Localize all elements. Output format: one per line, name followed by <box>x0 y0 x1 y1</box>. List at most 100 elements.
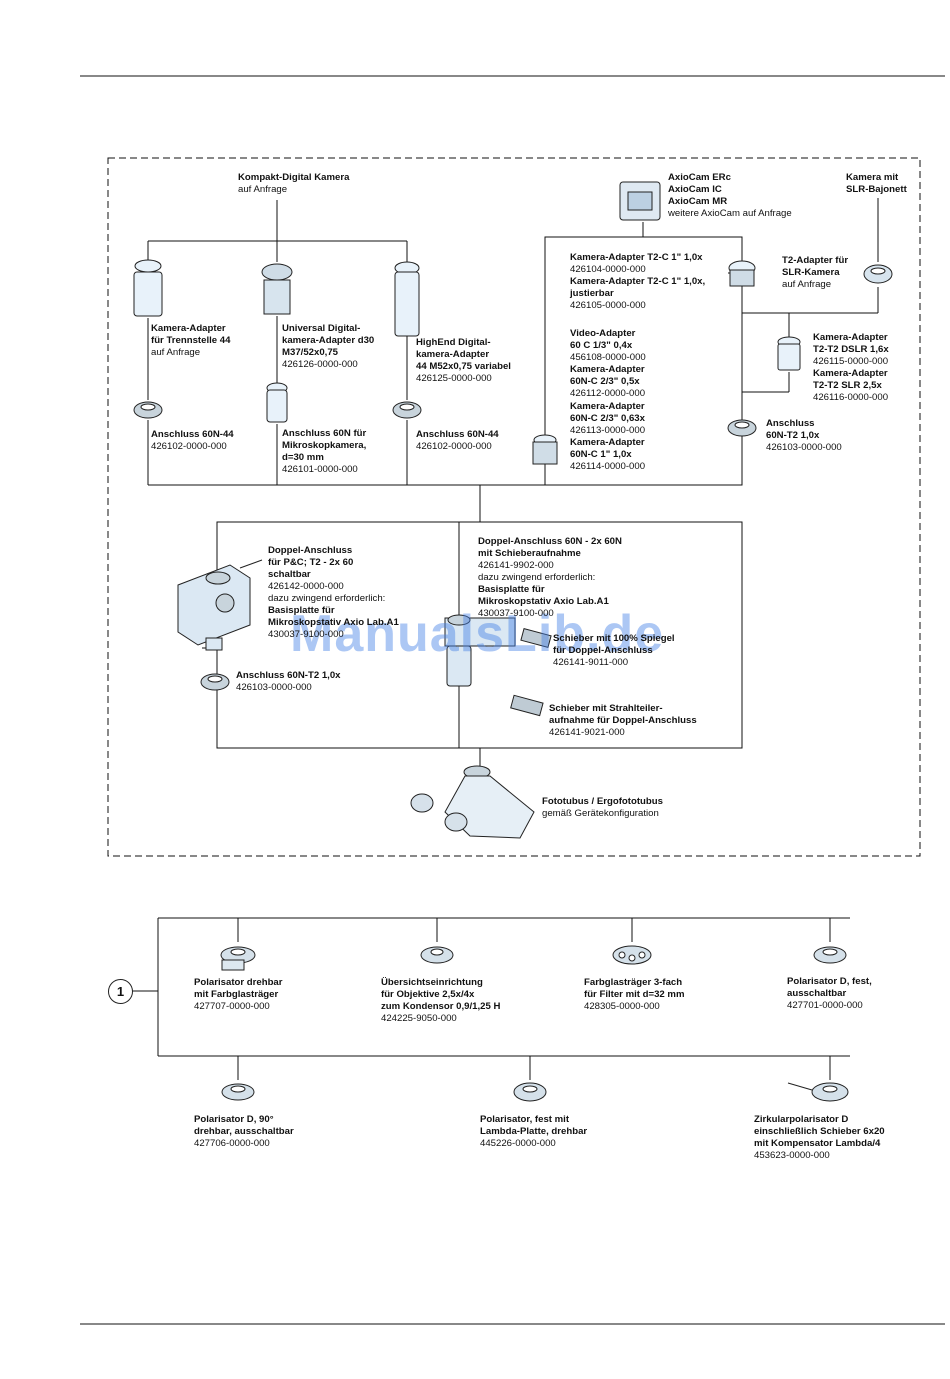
label-line: Polarisator drehbar <box>194 977 283 988</box>
label-line: 426114-0000-000 <box>570 461 646 472</box>
label-line: 60N-T2 1,0x <box>766 430 820 441</box>
label-line: Mikroskopstativ Axio Lab.A1 <box>268 617 399 628</box>
label-line: Zirkularpolarisator D <box>754 1114 849 1125</box>
label-line: Kompakt-Digital Kamera <box>238 172 350 183</box>
label-line: Kamera-Adapter <box>813 332 888 343</box>
universal-adapter-icon <box>261 263 293 315</box>
label-line: Kamera-Adapter T2-C 1" 1,0x, <box>570 276 706 287</box>
label-line: drehbar, ausschaltbar <box>194 1126 294 1137</box>
callout-number-1: 1 <box>108 979 133 1004</box>
label-line: einschließlich Schieber 6x20 <box>754 1126 885 1137</box>
label-line: 424225-9050-000 <box>381 1013 457 1024</box>
label-line: mit Farbglasträger <box>194 989 279 1000</box>
label-line: Kamera-Adapter <box>813 368 888 379</box>
label-line: 426126-0000-000 <box>282 359 358 370</box>
label-line: 430037-9100-000 <box>478 608 554 619</box>
label-line: auf Anfrage <box>151 347 201 358</box>
label-line: mit Schieberaufnahme <box>478 548 581 559</box>
label-line: Doppel-Anschluss <box>268 545 353 556</box>
label-line: Anschluss 60N-T2 1,0x <box>236 670 341 681</box>
label-line: Fototubus / Ergofototubus <box>542 796 663 807</box>
uebersichtseinrichtung-icon <box>420 946 454 964</box>
label-line: 456108-0000-000 <box>570 352 646 363</box>
polarisator-drehbar-icon <box>220 946 256 971</box>
label-line: Farbglasträger 3-fach <box>584 977 683 988</box>
label-line: 426104-0000-000 <box>570 264 646 275</box>
label-line: aufnahme für Doppel-Anschluss <box>549 715 697 726</box>
component-illustrations <box>133 181 893 1102</box>
label-line: Doppel-Anschluss 60N - 2x 60N <box>478 536 622 547</box>
label-line: d=30 mm <box>282 452 324 463</box>
doppel-anschluss-60n-icon <box>444 614 516 687</box>
label-line: kamera-Adapter d30 <box>282 335 375 346</box>
label-line: 60N-C 2/3" 0,5x <box>570 376 640 387</box>
label-line: 426112-0000-000 <box>570 388 646 399</box>
label-line: T2-T2 DSLR 1,6x <box>813 344 889 355</box>
label-line: Schieber mit Strahlteiler- <box>549 703 663 714</box>
label-line: Kamera-Adapter <box>570 401 645 412</box>
label-line: 426103-0000-000 <box>236 682 312 693</box>
zirkularpolarisator-icon <box>787 1082 849 1102</box>
schieber-strahlteiler-icon <box>510 694 544 717</box>
label-line: M37/52x0,75 <box>282 347 339 358</box>
anschluss-t2-ring-icon <box>727 419 757 437</box>
label-line: Kamera-Adapter <box>570 364 645 375</box>
label-line: 427706-0000-000 <box>194 1138 270 1149</box>
label-line: 426103-0000-000 <box>766 442 842 453</box>
label-line: 60N-C 1" 1,0x <box>570 449 632 460</box>
label-line: 44 M52x0,75 variabel <box>416 361 511 372</box>
label-line: Kamera-Adapter <box>151 323 226 334</box>
label-line: 426141-9021-000 <box>549 727 625 738</box>
label-line: 427707-0000-000 <box>194 1001 270 1012</box>
label-line: 426142-0000-000 <box>268 581 344 592</box>
t2c-adapter-icon <box>728 260 756 287</box>
anschluss-44-ring-icon <box>133 401 163 419</box>
doppel-anschluss-pc-icon <box>177 559 263 651</box>
label-line: Mikroskopkamera, <box>282 440 367 451</box>
label-line: 60N-C 2/3" 0,63x <box>570 413 645 424</box>
highend-adapter-icon <box>394 261 420 337</box>
label-line: kamera-Adapter <box>416 349 490 360</box>
label-line: zum Kondensor 0,9/1,25 H <box>381 1001 501 1012</box>
polarisator-fest-icon <box>813 946 847 964</box>
label-line: AxioCam MR <box>668 196 728 207</box>
label-line: Polarisator D, fest, <box>787 976 872 987</box>
schieber-spiegel-icon <box>520 627 552 649</box>
polarisator-lambda-icon <box>513 1082 547 1102</box>
label-line: AxioCam IC <box>668 184 722 195</box>
label-line: gemäß Gerätekonfiguration <box>542 808 659 819</box>
anschluss-60n-tube-icon <box>266 382 288 423</box>
label-line: auf Anfrage <box>782 279 832 290</box>
anschluss-44b-ring-icon <box>392 401 422 419</box>
label-line: Kamera-Adapter T2-C 1" 1,0x <box>570 252 703 263</box>
label-line: auf Anfrage <box>238 184 288 195</box>
anschluss-t2b-ring-icon <box>200 673 230 691</box>
label-line: Lambda-Platte, drehbar <box>480 1126 588 1137</box>
label-line: weitere AxioCam auf Anfrage <box>668 208 792 219</box>
label-line: mit Kompensator Lambda/4 <box>754 1138 881 1149</box>
label-line: Video-Adapter <box>570 328 636 339</box>
label-line: 426102-0000-000 <box>151 441 227 452</box>
label-line: Schieber mit 100% Spiegel <box>553 633 675 644</box>
label-line: 426115-0000-000 <box>813 356 889 367</box>
label-line: für Objektive 2,5x/4x <box>381 989 475 1000</box>
label-line: 426141-9902-000 <box>478 560 554 571</box>
label-line: dazu zwingend erforderlich: <box>478 572 596 583</box>
label-line: 428305-0000-000 <box>584 1001 660 1012</box>
